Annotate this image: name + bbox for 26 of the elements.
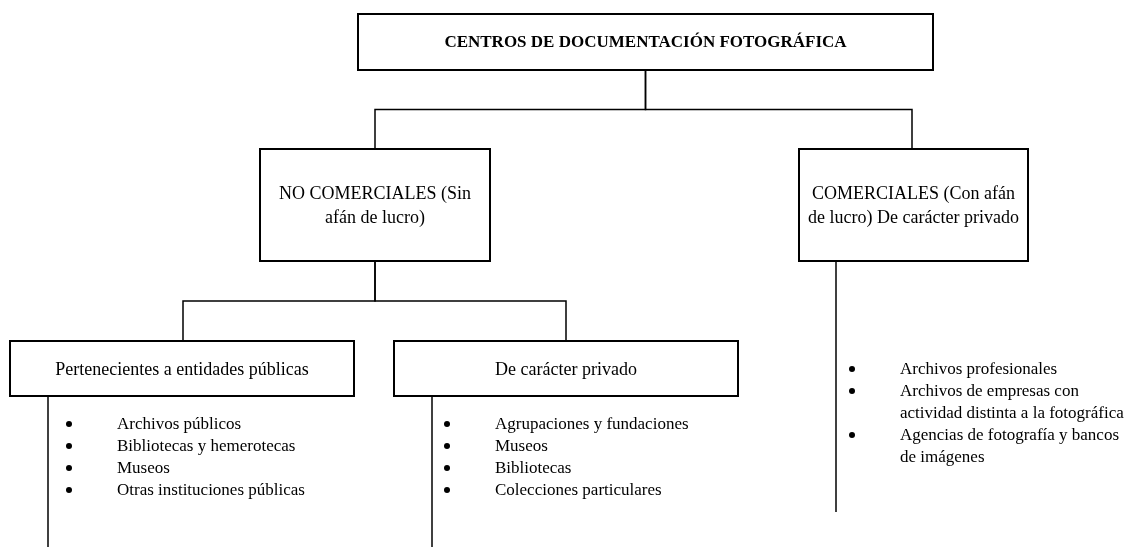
list-item: Agencias de fotografía y bancos de imágenes bbox=[900, 424, 1121, 468]
connector-line bbox=[644, 70, 913, 149]
box bbox=[9, 340, 355, 397]
list-item: Museos bbox=[117, 457, 170, 479]
list-item: Agrupaciones y fundaciones bbox=[495, 413, 689, 435]
connector-line bbox=[835, 261, 837, 513]
list-item: Bibliotecas bbox=[495, 457, 572, 479]
box-label: CENTROS DE DOCUMENTACIÓN FOTOGRÁFICA bbox=[444, 31, 847, 53]
list-item: Otras instituciones públicas bbox=[117, 479, 305, 501]
list-item: Colecciones particulares bbox=[495, 479, 662, 501]
box-label: NO COMERCIALES (Sin afán de lucro) bbox=[278, 182, 472, 229]
box bbox=[393, 340, 739, 397]
list-item: Bibliotecas y hemerotecas bbox=[117, 435, 296, 457]
box bbox=[798, 148, 1029, 262]
box-label: COMERCIALES (Con afán de lucro) De carácter privado bbox=[808, 182, 1019, 229]
list-item: Archivos públicos bbox=[117, 413, 242, 435]
list-item: Archivos de empresas con actividad distinta a la fotográfica bbox=[900, 380, 1124, 424]
box-label: Pertenecientes a entidades públicas bbox=[55, 357, 309, 381]
box bbox=[357, 13, 934, 71]
list-item: Archivos profesionales bbox=[900, 358, 1058, 380]
connector-line bbox=[431, 396, 433, 547]
box bbox=[259, 148, 491, 262]
box-label: De carácter privado bbox=[495, 357, 637, 381]
connector-line bbox=[374, 261, 567, 341]
list-item: Museos bbox=[495, 435, 548, 457]
connector-line bbox=[47, 396, 49, 547]
